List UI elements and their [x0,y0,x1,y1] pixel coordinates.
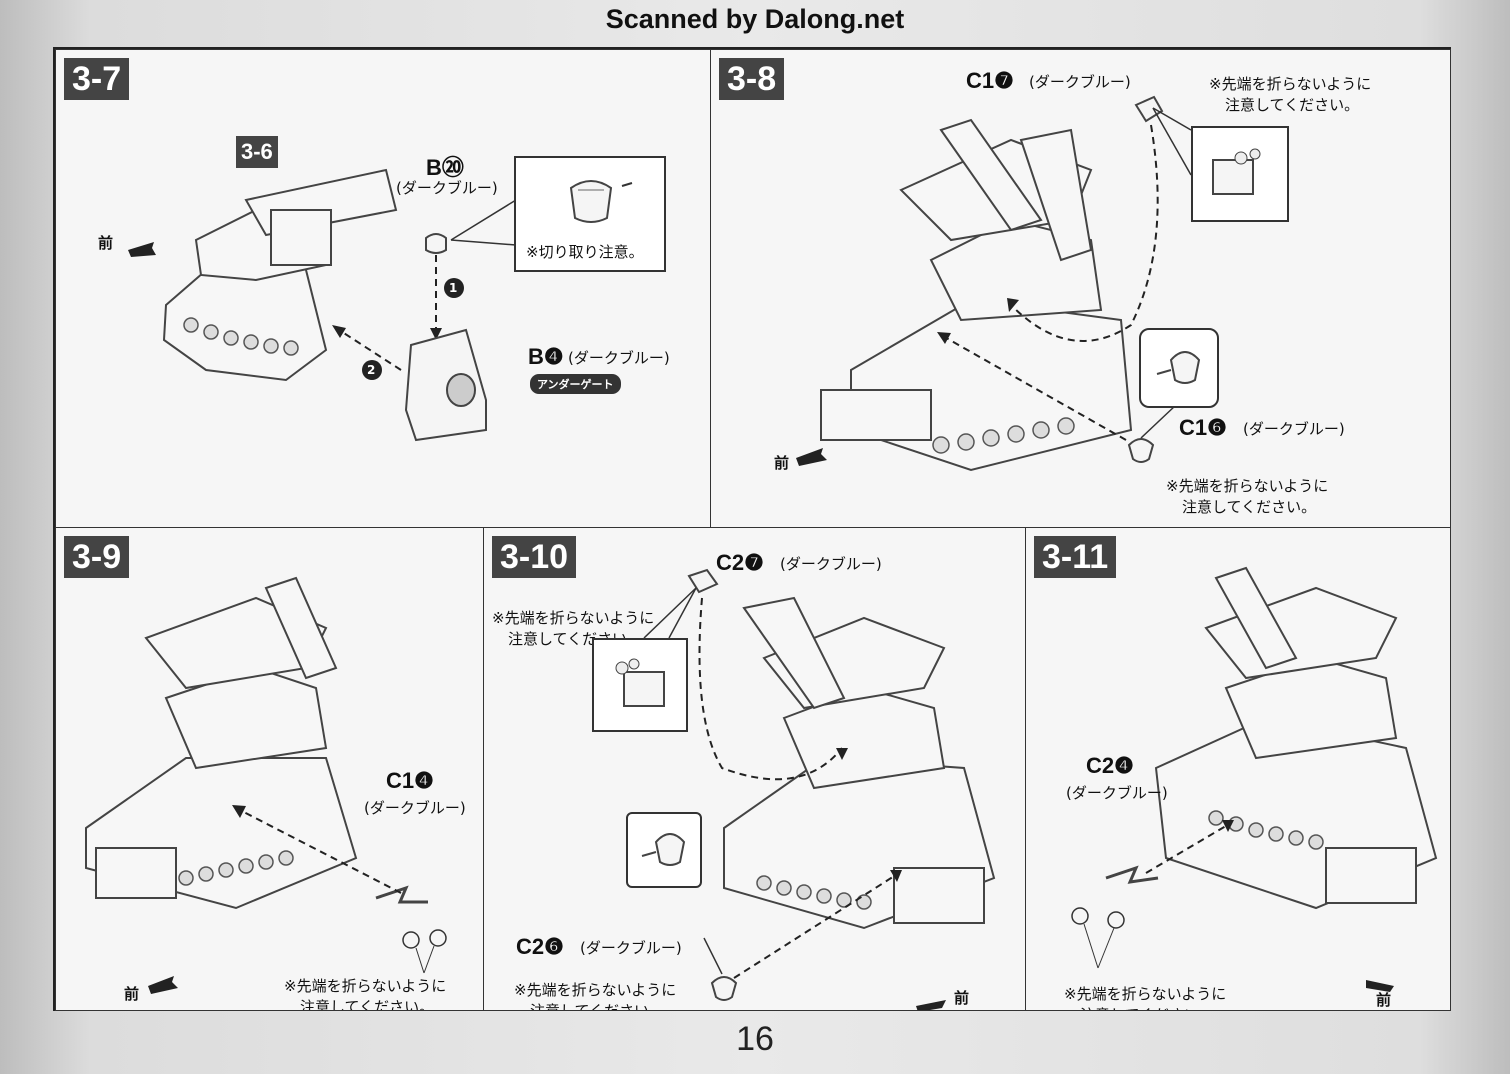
panel-step-3-8: 3-8 [710,49,1451,529]
undergate-badge: アンダーゲート [530,374,621,394]
reference-step: 3-6 [236,136,278,168]
note-line: ※先端を折らないように [1209,75,1372,93]
panel-step-3-11: 3-11 前 C2❹ (ダークブルー) [1025,527,1451,1011]
part-color-c27: (ダークブルー) [780,555,882,573]
assembly-illustration [796,95,1192,472]
panel-step-3-9: 3-9 前 C1❹ (ダークブルー) [55,527,485,1011]
part-letter: C1 [966,68,995,93]
note-line: 注意してください。 [300,998,435,1011]
tip-note: ※先端を折らないように 注意してください。 [284,976,447,1011]
front-label: 前 [98,234,114,252]
zoom-part-illustration [641,833,686,866]
zoom-callout-c17 [1191,126,1289,222]
part-letter: C2 [1086,753,1115,778]
step-number: 3-9 [64,536,130,578]
note-line: ※先端を折らないように [1166,477,1329,495]
note-line: 注意してください。 [1225,96,1360,114]
zoom-part-illustration [1156,351,1201,384]
tip-note-bottom: ※先端を折らないように 注意してください。 [1166,476,1328,518]
step-number: 3-7 [64,58,130,100]
tip-note-bottom: ※先端を折らないように 注意してください。 [514,980,677,1011]
part-number: ❻ [1207,415,1227,440]
part-label-b20: B⑳ [426,150,464,182]
part-label-c16: C1❻ [1179,415,1227,441]
zoom-callout-c26 [626,812,702,888]
front-label: 前 [124,985,140,1003]
zoom-part-illustration [615,658,665,707]
part-number: ❼ [744,550,764,575]
tip-note-top: ※先端を折らないように 注意してください。 [1209,74,1371,116]
part-color-b4: (ダークブルー) [568,349,670,367]
panel-step-3-10: 3-10 [483,527,1027,1011]
step-number: 3-11 [1034,536,1117,578]
tip-note: ※先端を折らないように 注意してください。 [1064,984,1227,1010]
panel-step-3-7: 3-7 [55,49,712,529]
note-line: 注意してください。 [1064,1005,1226,1010]
assembly-illustration [643,568,996,1010]
zoom-callout-c16 [1139,328,1219,408]
part-color-c24: (ダークブルー) [1066,784,1168,802]
assembly-illustration [128,168,517,442]
part-label-c14: C1❹ [386,768,434,794]
front-label: 前 [774,454,790,472]
part-label-c26: C2❻ [516,934,564,960]
part-letter: B [528,344,544,369]
part-letter: C2 [516,934,545,959]
part-number: ⑳ [441,155,464,180]
part-letter: B [426,155,442,180]
part-color-c17: (ダークブルー) [1029,73,1131,91]
page-number: 16 [736,1020,774,1058]
part-number: ❹ [543,344,564,369]
watermark: Scanned by Dalong.net [605,4,905,34]
part-number: ❼ [994,68,1014,93]
assembly-illustration [1071,566,1438,992]
note-line: ※先端を折らないように [284,977,447,995]
note-line: 注意してください。 [530,1002,665,1011]
instruction-sheet: 3-7 [53,47,1451,1011]
front-label: 前 [1376,991,1392,1009]
part-letter: C2 [716,550,745,575]
front-label: 前 [954,989,970,1007]
part-label-c17: C1❼ [966,68,1014,94]
zoom-callout-c27 [592,638,688,732]
part-color-c16: (ダークブルー) [1243,420,1345,438]
part-label-c24: C2❹ [1086,753,1134,779]
cut-note: ※切り取り注意。 [526,243,644,261]
part-number: ❹ [1114,753,1134,778]
part-number: ❻ [544,934,564,959]
order-2: 2 [367,363,376,377]
note-line: ※先端を折らないように [514,981,677,999]
assembly-illustration [85,576,447,994]
part-label-c27: C2❼ [716,550,764,576]
note-line: ※先端を折らないように [492,609,655,627]
order-1: 1 [449,281,458,295]
part-color-c26: (ダークブルー) [580,939,682,957]
zoom-part-illustration [569,180,633,223]
part-color-c14: (ダークブルー) [364,799,466,817]
zoom-part-illustration [1212,148,1261,195]
part-number: ❹ [414,768,434,793]
part-letter: C1 [386,768,415,793]
note-line: ※先端を折らないように [1064,985,1227,1003]
note-line: 注意してください。 [1182,498,1317,516]
part-label-b4: B❹ [528,344,564,370]
part-letter: C1 [1179,415,1208,440]
step-number: 3-10 [492,536,577,578]
zoom-callout-b20: ※切り取り注意。 [514,156,666,272]
step-number: 3-8 [719,58,785,100]
part-color-b20: (ダークブルー) [396,179,498,197]
